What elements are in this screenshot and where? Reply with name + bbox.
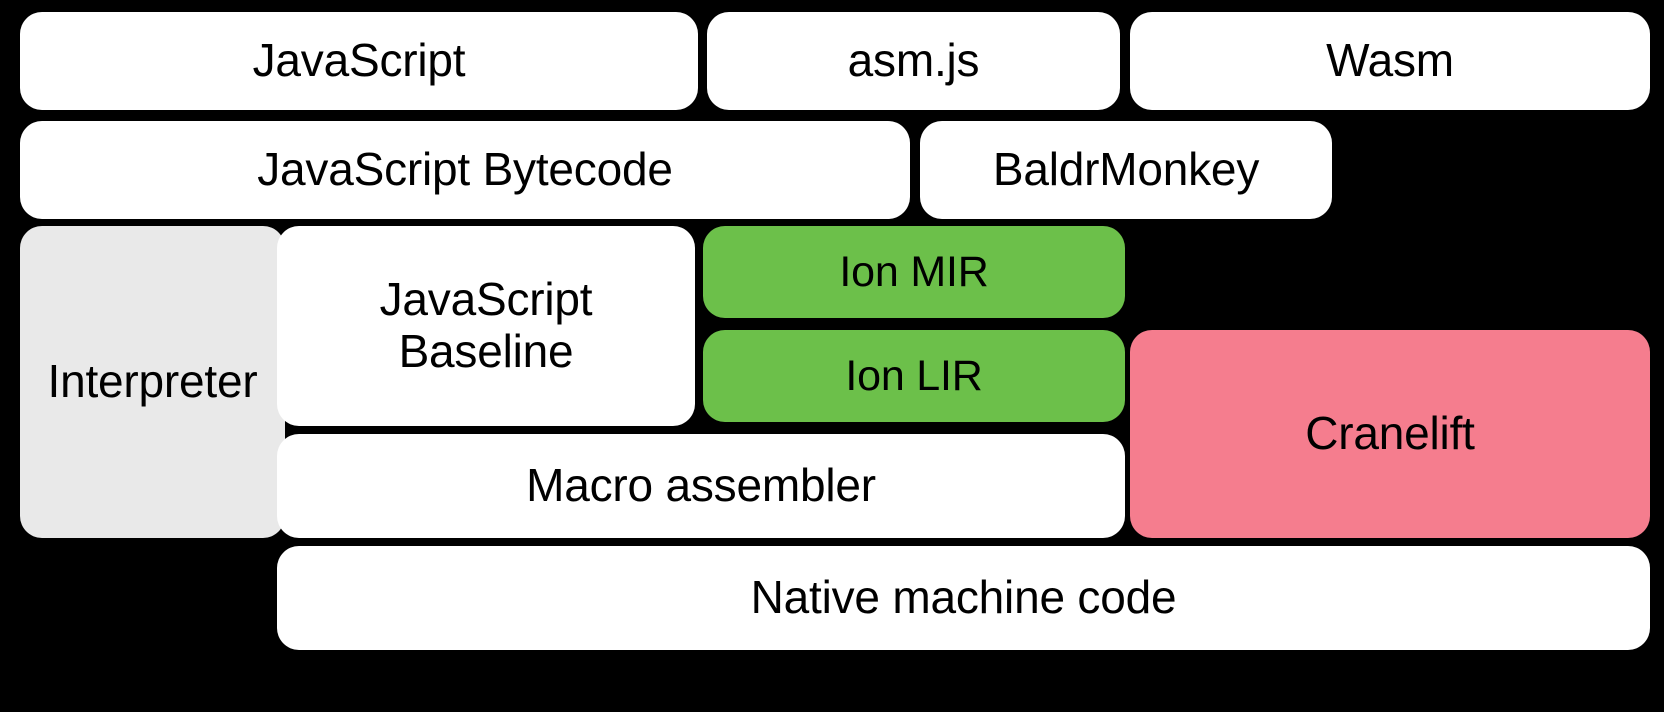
node-interpreter[interactable]: Interpreter: [20, 226, 285, 538]
node-ion-mir[interactable]: Ion MIR: [703, 226, 1125, 318]
node-wasm[interactable]: Wasm: [1130, 12, 1650, 110]
node-macro-assembler[interactable]: Macro assembler: [277, 434, 1125, 538]
node-native-machine-code[interactable]: Native machine code: [277, 546, 1650, 650]
node-javascript-bytecode[interactable]: JavaScript Bytecode: [20, 121, 910, 219]
node-ion-lir[interactable]: Ion LIR: [703, 330, 1125, 422]
node-baldrmonkey[interactable]: BaldrMonkey: [920, 121, 1332, 219]
node-asmjs[interactable]: asm.js: [707, 12, 1120, 110]
node-javascript-baseline[interactable]: JavaScript Baseline: [277, 226, 695, 426]
node-javascript[interactable]: JavaScript: [20, 12, 698, 110]
node-cranelift[interactable]: Cranelift: [1130, 330, 1650, 538]
